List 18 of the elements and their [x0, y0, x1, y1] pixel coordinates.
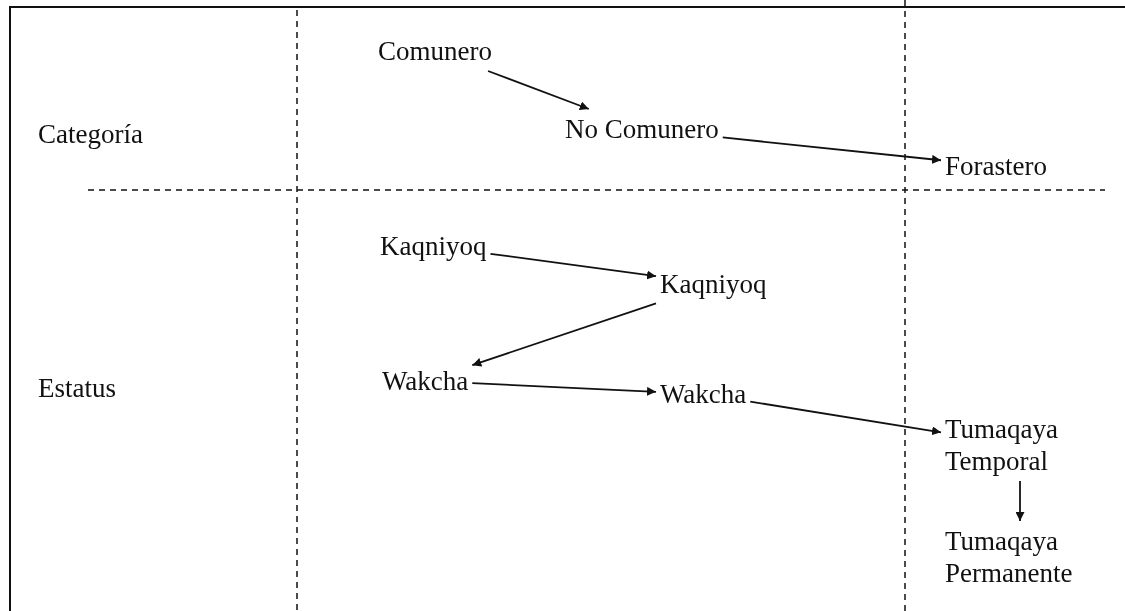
- arrow: [471, 382, 657, 396]
- arrow: [1015, 480, 1025, 522]
- arrow: [487, 70, 590, 111]
- row-heading: Categoría: [38, 118, 143, 150]
- arrow: [721, 136, 942, 164]
- term-text: Kaqniyoq: [380, 230, 487, 262]
- term-text: Comunero: [378, 35, 492, 67]
- arrow: [471, 302, 657, 367]
- term-text: No Comunero: [565, 113, 719, 145]
- term-text: Wakcha: [382, 365, 469, 397]
- arrow: [749, 400, 942, 436]
- term-text: Forastero: [945, 150, 1047, 182]
- term-text: Kaqniyoq: [660, 268, 767, 300]
- arrow: [489, 252, 657, 280]
- term-text: Tumaqaya Permanente: [945, 525, 1095, 589]
- row-heading: Estatus: [38, 372, 116, 404]
- term-text: Tumaqaya Temporal: [945, 413, 1095, 477]
- term-text: Wakcha: [660, 378, 747, 410]
